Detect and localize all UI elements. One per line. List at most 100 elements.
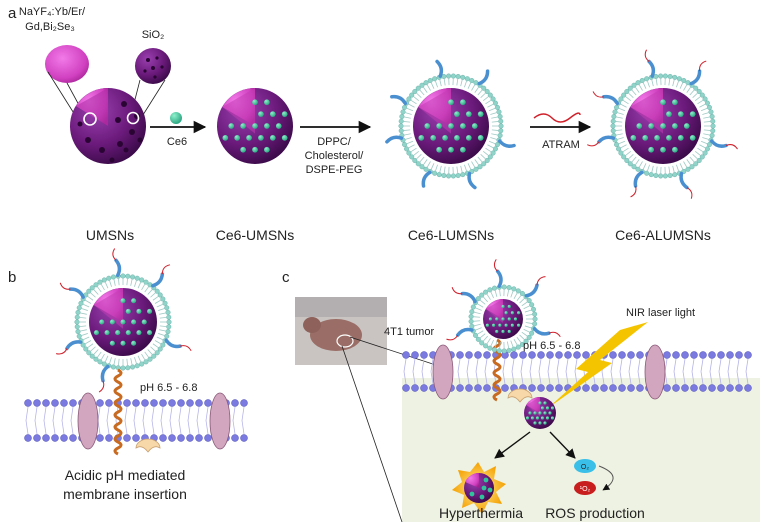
membrane-head [231,399,239,407]
lipid-tail [491,121,499,123]
lipid-head [472,332,478,338]
step2-reagent-1: DPPC/ [317,136,352,148]
lipid-head [412,88,418,94]
peg-chain [497,139,516,148]
lipid-tail [494,289,498,297]
membrane-head [132,399,140,407]
lipid-head [469,309,475,315]
lipid-tail [82,336,90,341]
lipid-head [101,361,107,367]
lipid-head [487,287,493,293]
lipid-tail [627,92,634,98]
membrane-head [555,384,563,392]
lipid-head [667,172,673,178]
ce6-dot [477,135,484,141]
lipid-head [460,74,466,80]
membrane-head [465,351,473,359]
lipid-tail [634,86,640,93]
membrane-head [672,384,680,392]
outcome-hyperthermia-label: Hyperthermia [439,505,523,521]
peg-chain [421,170,432,188]
ce6-dot [93,330,99,336]
lipid-tail [638,161,643,168]
ce6-dot [660,99,666,106]
lipid-tail [686,86,692,93]
lipid-head [610,128,616,134]
lipid-head [415,85,421,91]
lipid-tail [616,112,624,115]
ce6-dot [545,406,550,410]
lipid-head [143,359,149,365]
lipid-tail [672,165,675,173]
lipid-head [490,150,496,156]
membrane-head [519,351,527,359]
lipid-tail [137,281,142,289]
lipid-head [624,88,630,94]
oxygen-molecule-icon [574,459,596,473]
lipid-head [658,173,664,179]
lipid-tail [694,151,701,156]
membrane-head [627,384,635,392]
lipid-head [164,305,170,311]
lipid-head [409,92,415,98]
lipid-tail [134,280,137,287]
lipid-head [681,78,687,84]
lipid-head [120,365,126,371]
ce6-dot [120,319,126,325]
lipid-tail [473,320,481,322]
membrane-head [744,384,752,392]
lipid-head [75,329,81,335]
o2-label: O₂ [581,464,589,471]
lipid-head [706,104,712,110]
peg-chain [385,135,404,144]
membrane-head [195,434,203,442]
peg-chain [435,59,444,78]
lipid-head [97,279,103,285]
lipid-tail [519,297,525,304]
lipid-tail [521,301,528,307]
lipid-head [497,132,503,138]
singlet-oxygen-icon [574,481,596,495]
lipid-head [80,342,86,348]
lipid-tail [130,358,133,366]
lipid-tail [439,165,442,173]
lipid-tail [475,307,482,311]
membrane-head [501,384,509,392]
ce6-dot [501,317,505,321]
panel-b-label: b [8,269,16,286]
membrane-head [96,399,104,407]
lipid-tail [150,292,156,298]
lipid-tail [467,163,472,170]
ce6-dot [533,411,537,415]
lipid-head [419,164,425,170]
lipid-tail [524,325,532,329]
lipid-tail [523,328,531,333]
lipid-tail [631,156,637,163]
lipid-tail [109,280,112,287]
lipid-tail [510,340,514,348]
internalized-particle [524,397,556,429]
panel-b-caption-1: Acidic pH mediated [65,467,186,483]
ce6-dot [513,317,518,321]
lipid-tail [487,103,494,108]
ce6-dot [465,135,472,141]
lipid-head [532,311,538,317]
lipid-head [160,296,166,302]
lipid-head [529,302,535,308]
ce6-dot [109,340,115,346]
lipid-head [399,114,405,120]
atram-chain [55,348,68,355]
ce6-dot [436,123,442,129]
ce6-dot [424,123,431,129]
lipid-head [662,173,668,179]
lipid-tail [152,295,159,301]
lipid-head [160,342,166,348]
lipid-head [702,150,708,156]
lipid-tail [676,80,680,88]
panel-b-particle [55,248,192,393]
lipid-head [455,74,461,80]
peg-chain [100,364,110,383]
membrane-head [177,399,185,407]
membrane-head [42,434,50,442]
ce6-dot [498,323,502,327]
